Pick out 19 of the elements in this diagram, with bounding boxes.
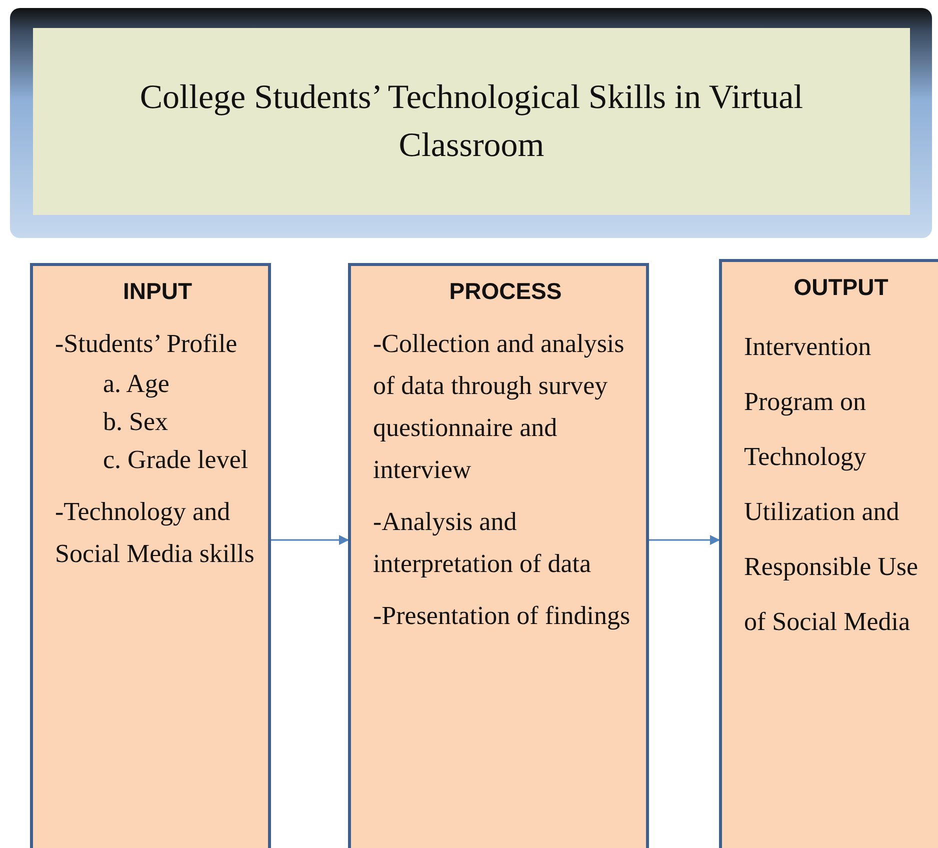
title-box: [33, 28, 910, 215]
body-text: Intervention Program on Technology Utilization and Responsible Use of Social Media: [744, 331, 920, 638]
arrow: [271, 535, 349, 545]
body-text: -Technology and Social Media skills: [55, 496, 256, 570]
body-text: -Collection and analysis of data through survey questionnaire and interview: [373, 328, 626, 486]
list-item: b. Sex: [102, 406, 169, 438]
column-heading: INPUT: [122, 278, 193, 305]
arrow: [649, 535, 720, 545]
process-box: [348, 263, 649, 848]
column-heading: OUTPUT: [792, 274, 890, 301]
body-text: -Analysis and interpretation of data: [373, 506, 592, 580]
list-item: c. Grade level: [102, 444, 250, 476]
output-box: [719, 259, 938, 848]
body-text: -Students’ Profile: [55, 328, 238, 360]
list-item: a. Age: [102, 368, 170, 400]
title-text: College Students’ Technological Skills in Virtual Classroom: [138, 78, 804, 166]
column-heading: PROCESS: [448, 278, 563, 305]
body-text: -Presentation of findings: [373, 600, 632, 632]
input-box: [30, 263, 271, 848]
